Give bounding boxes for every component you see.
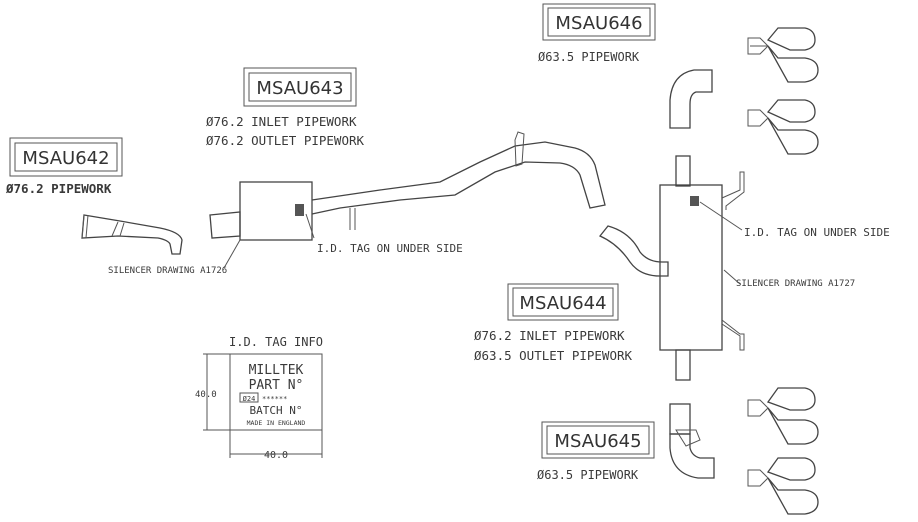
part-code-msau644: MSAU644 xyxy=(519,293,606,314)
part-desc-msau644-inlet: Ø76.2 INLET PIPEWORK xyxy=(474,328,625,343)
callout-silencer-right: SILENCER DRAWING A1727 xyxy=(736,279,855,289)
tailpipe-pair-top-1 xyxy=(747,27,819,83)
callout-silencer-left: SILENCER DRAWING A1726 xyxy=(108,266,227,276)
tag-line-stars: ****** xyxy=(262,395,287,403)
part-desc-msau643-outlet: Ø76.2 OUTLET PIPEWORK xyxy=(206,133,365,148)
part-code-msau642: MSAU642 xyxy=(22,148,109,169)
part-msau646-label: MSAU646 Ø63.5 PIPEWORK xyxy=(538,3,656,64)
tag-line-milltek: MILLTEK xyxy=(249,363,304,378)
tag-line-made-in: MADE IN ENGLAND xyxy=(247,419,306,427)
part-desc-msau645: Ø63.5 PIPEWORK xyxy=(537,468,639,482)
tag-dim-height: 40.0 xyxy=(195,390,217,400)
front-pipe-msau642 xyxy=(81,214,183,255)
rear-silencer-msau644 xyxy=(598,155,745,381)
part-desc-msau643-inlet: Ø76.2 INLET PIPEWORK xyxy=(206,114,357,129)
bend-pipe-msau645 xyxy=(669,403,715,479)
id-tag-info-panel: I.D. TAG INFO 40.0 40.0 MILLTEK PART N° … xyxy=(195,335,323,461)
tag-line-part-no: PART N° xyxy=(249,378,304,393)
part-code-msau643: MSAU643 xyxy=(256,78,343,99)
callout-tag-left: I.D. TAG ON UNDER SIDE xyxy=(317,242,463,255)
part-desc-msau646: Ø63.5 PIPEWORK xyxy=(538,50,640,64)
tailpipe-pair-top-2 xyxy=(747,99,819,155)
tailpipe-pair-bottom-2 xyxy=(747,457,819,515)
tag-dim-width: 40.0 xyxy=(264,450,288,461)
part-msau644-label: MSAU644 Ø76.2 INLET PIPEWORK Ø63.5 OUTLE… xyxy=(474,283,633,363)
tag-info-title: I.D. TAG INFO xyxy=(229,335,323,349)
part-code-msau645: MSAU645 xyxy=(554,431,641,452)
part-msau643-label: MSAU643 Ø76.2 INLET PIPEWORK Ø76.2 OUTLE… xyxy=(206,67,365,148)
id-tag-icon xyxy=(295,204,304,216)
bend-pipe-msau646 xyxy=(669,69,713,129)
part-code-msau646: MSAU646 xyxy=(555,13,642,34)
id-tag-icon-rear xyxy=(690,196,699,206)
part-msau645-label: MSAU645 Ø63.5 PIPEWORK xyxy=(537,421,655,482)
centre-silencer-msau643 xyxy=(209,131,606,241)
callout-tag-right: I.D. TAG ON UNDER SIDE xyxy=(744,226,890,239)
part-msau642-label: MSAU642 Ø76.2 PIPEWORK xyxy=(5,137,123,196)
part-desc-msau642: Ø76.2 PIPEWORK xyxy=(5,181,112,196)
tailpipe-pair-bottom-1 xyxy=(747,387,819,445)
tag-line-batch-no: BATCH N° xyxy=(250,404,303,417)
tag-line-code: Ø24 xyxy=(243,395,256,403)
part-desc-msau644-outlet: Ø63.5 OUTLET PIPEWORK xyxy=(474,348,633,363)
